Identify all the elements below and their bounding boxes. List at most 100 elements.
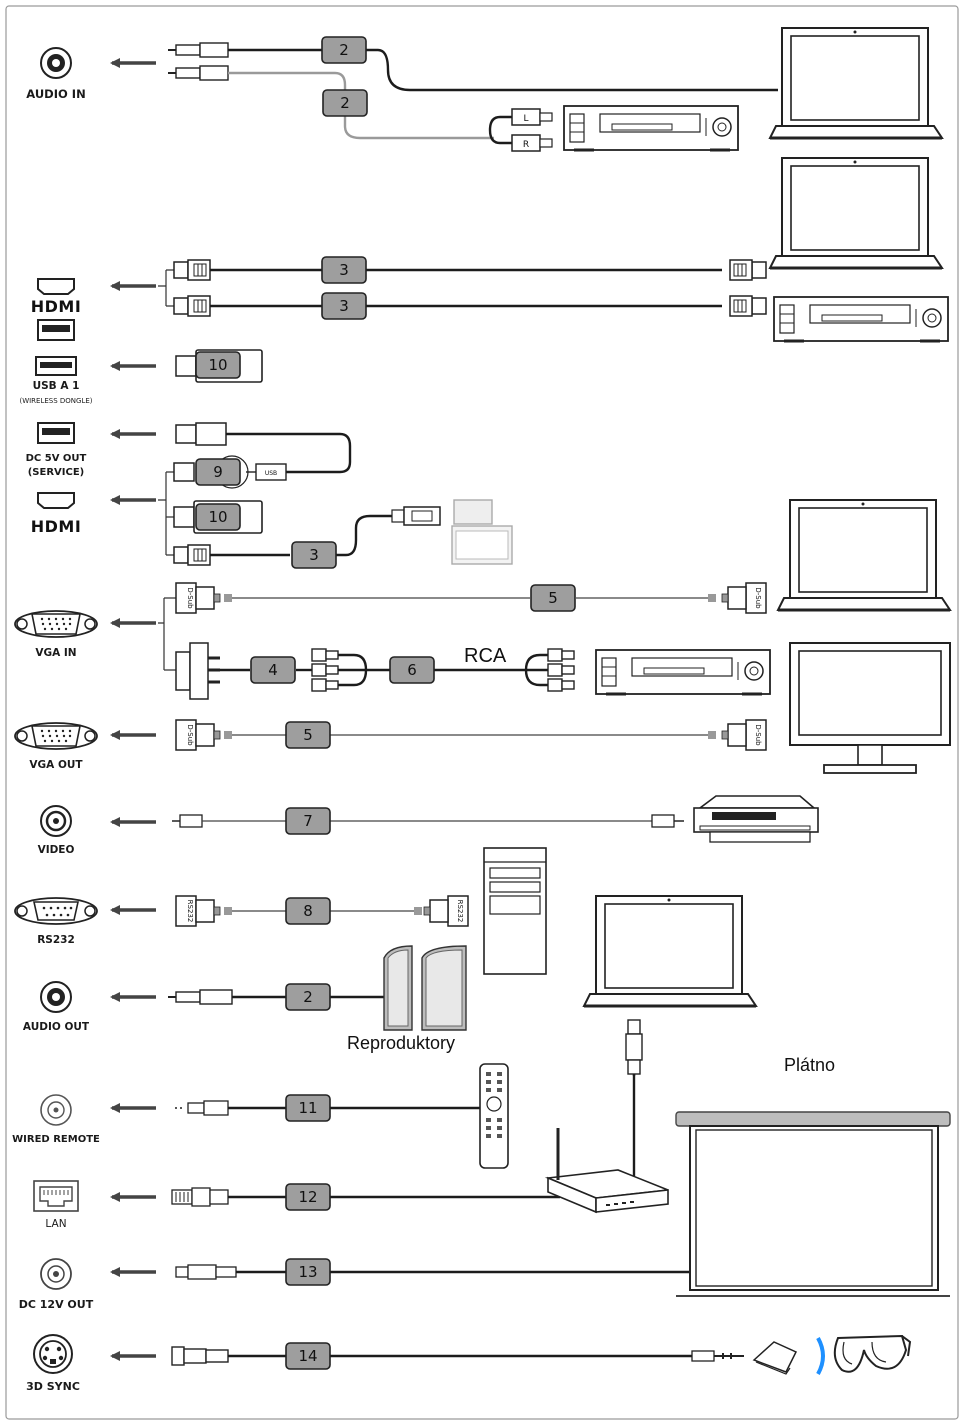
pc-tower	[483, 847, 547, 975]
badge-vga-out: 5	[285, 721, 331, 749]
right-channel-text: R	[523, 140, 529, 150]
svg-text:5: 5	[548, 589, 558, 607]
svg-text:8: 8	[303, 902, 313, 920]
badge-hdmi-laptop: 3	[321, 256, 367, 284]
remote-control	[479, 1063, 509, 1169]
dsub-text-3: D-Sub	[186, 724, 194, 746]
badge-wired-remote: 11	[285, 1094, 331, 1122]
badge-hdmi-dvd: 3	[321, 292, 367, 320]
dvd-player-2	[772, 295, 950, 343]
badge-audio-laptop: 2	[321, 36, 367, 64]
dsub-text-2: D-Sub	[754, 587, 762, 609]
svg-text:13: 13	[298, 1263, 317, 1281]
svg-text:3: 3	[339, 261, 349, 279]
wired-remote-port: WIRED REMOTE	[12, 1094, 100, 1145]
rs232-cables: RS232 RS232	[175, 895, 469, 927]
audio-in-label: AUDIO IN	[26, 87, 85, 101]
svg-text:10: 10	[208, 356, 227, 374]
3d-sync-port: 3D SYNC	[26, 1334, 80, 1393]
vga-out-cables: D-Sub D-Sub	[175, 719, 767, 751]
wired-remote-cables	[175, 1100, 480, 1116]
audio-out-port: AUDIO OUT	[23, 981, 90, 1033]
svg-text:5: 5	[303, 726, 313, 744]
audio-out-label: AUDIO OUT	[23, 1021, 90, 1033]
audio-in-cables: L R	[168, 42, 778, 152]
usb-a-label: USB A 1	[33, 380, 80, 392]
hdmi-2-label: HDMI	[31, 517, 82, 536]
lan-label: LAN	[45, 1218, 66, 1230]
badge-dc12v: 13	[285, 1258, 331, 1286]
usb-a-sublabel: (WIRELESS DONGLE)	[19, 397, 92, 405]
monitor	[789, 642, 951, 774]
dc5v-label-2: (SERVICE)	[28, 467, 85, 478]
svg-text:12: 12	[298, 1188, 317, 1206]
screen-callout: Plátno	[784, 1055, 835, 1075]
usb-connector-text: USB	[265, 470, 277, 477]
dc12v-label: DC 12V OUT	[19, 1298, 94, 1311]
video-label: VIDEO	[38, 844, 75, 856]
badge-lan: 12	[285, 1183, 331, 1211]
speakers-callout: Reproduktory	[347, 1033, 455, 1053]
laptop-1	[768, 26, 944, 140]
hdmi-1-cables	[158, 259, 767, 317]
svg-text:7: 7	[303, 812, 313, 830]
3d-sync-label: 3D SYNC	[26, 1380, 80, 1393]
rs232-connector-text-2: RS232	[456, 900, 464, 923]
dsub-text-1: D-Sub	[186, 587, 194, 609]
badge-usb-dongle: 10	[195, 351, 241, 379]
vga-out-port: VGA OUT	[14, 722, 98, 771]
hdmi-port-2: HDMI	[31, 492, 82, 536]
3d-glasses	[833, 1334, 912, 1373]
rs232-connector-text-1: RS232	[186, 900, 194, 923]
badge-vga-in: 5	[530, 584, 576, 612]
badge-rca: 6	[389, 656, 435, 684]
video-port: VIDEO	[38, 805, 75, 856]
vcr	[693, 795, 819, 843]
wired-remote-label: WIRED REMOTE	[12, 1134, 100, 1145]
rca-callout: RCA	[464, 645, 507, 667]
audio-out-cables	[168, 989, 386, 1005]
badge-rs232: 8	[285, 897, 331, 925]
svg-text:9: 9	[213, 463, 223, 481]
3d-emitter	[752, 1341, 798, 1375]
laptop-2	[768, 156, 944, 270]
vga-in-cables: D-Sub D-Sub RCA	[158, 582, 767, 700]
audio-in-port: AUDIO IN	[26, 47, 86, 101]
laptop-4	[582, 894, 758, 1008]
badge-audio-dvd: 2	[322, 89, 368, 117]
rs232-port: RS232	[14, 897, 98, 946]
badge-dc5v: 9	[195, 458, 241, 486]
projection-screen: Plátno	[675, 1055, 951, 1297]
badge-video: 7	[285, 807, 331, 835]
vga-in-label: VGA IN	[35, 647, 76, 659]
rs232-label: RS232	[37, 934, 75, 946]
badge-hdmi-stick: 3	[291, 541, 337, 569]
hdmi-port-1: HDMI	[31, 278, 81, 316]
dvd-player-3	[594, 648, 772, 696]
usb-a-port: USB A 1 (WIRELESS DONGLE)	[19, 319, 93, 405]
vga-in-port: VGA IN	[14, 610, 98, 659]
svg-text:2: 2	[339, 41, 349, 59]
dc5v-label-1: DC 5V OUT	[26, 453, 87, 464]
lan-cables	[171, 1187, 560, 1207]
cable-badges: 2 2 3 3 10 9 10 3 5 4 6 5 7 8 2 11 12 13…	[195, 36, 576, 1370]
svg-text:11: 11	[298, 1099, 317, 1117]
dvd-player-1	[562, 104, 740, 152]
svg-text:2: 2	[303, 988, 313, 1006]
svg-text:3: 3	[309, 546, 319, 564]
dc12v-port: DC 12V OUT	[19, 1258, 94, 1311]
badge-vga-component: 4	[250, 656, 296, 684]
badge-3d-sync: 14	[285, 1342, 331, 1370]
svg-text:6: 6	[407, 661, 417, 679]
badge-hdmi-dongle: 10	[195, 503, 241, 531]
vga-out-label: VGA OUT	[29, 759, 83, 771]
svg-text:14: 14	[298, 1347, 317, 1365]
dc12v-cables	[175, 1264, 690, 1280]
video-cables	[172, 814, 684, 828]
svg-text:2: 2	[340, 94, 350, 112]
lan-port: LAN	[33, 1180, 79, 1230]
svg-text:3: 3	[339, 297, 349, 315]
ir-signal-icon	[816, 1337, 825, 1375]
left-channel-text: L	[523, 114, 528, 124]
router	[544, 1128, 669, 1214]
